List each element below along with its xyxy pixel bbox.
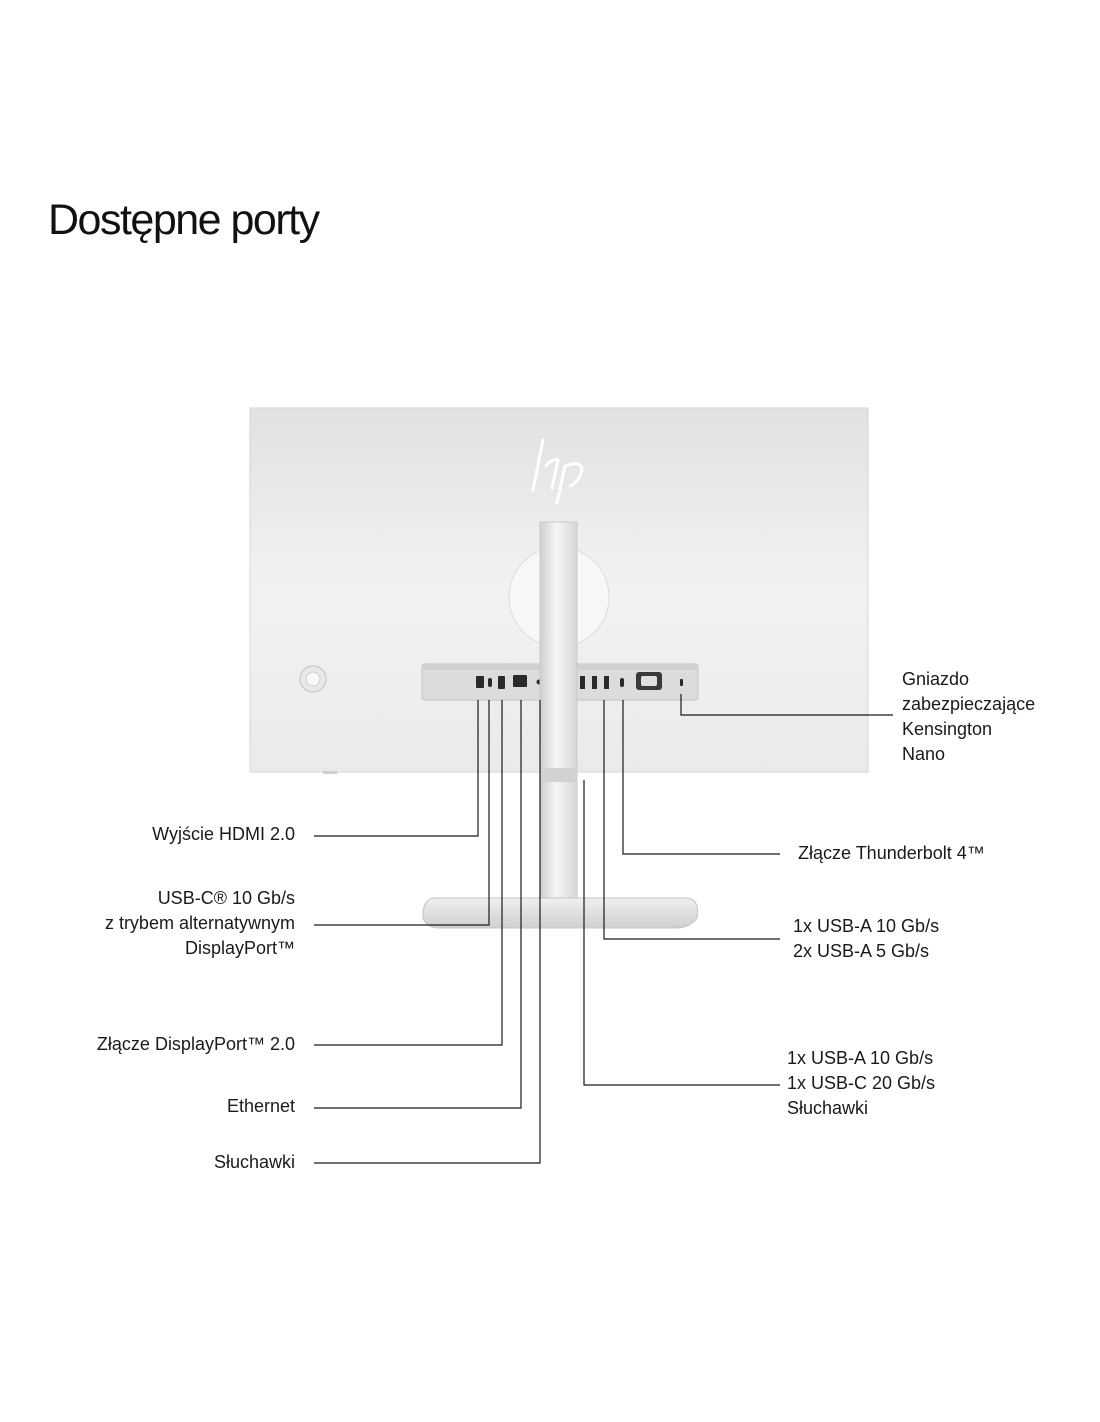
port-icons — [476, 672, 683, 690]
label-usbc-dp: USB-C® 10 Gb/s z trybem alternatywnym Di… — [105, 886, 295, 961]
usb-a-port-icon-3 — [604, 676, 609, 689]
callout-line-usbc — [314, 700, 490, 926]
callout-line-thunderbolt — [622, 700, 780, 855]
callout-line-displayport — [314, 700, 503, 1046]
label-kensington-line-3: Kensington — [902, 719, 993, 739]
stand-pole — [539, 521, 578, 919]
label-kensington-line-1: Gniazdo — [902, 669, 970, 689]
label-usba: 1x USB-A 10 Gb/s 2x USB-A 5 Gb/s — [793, 914, 939, 964]
label-usbc-line-3: DisplayPort™ — [184, 938, 295, 958]
label-front-ports-line-1: 1x USB-A 10 Gb/s — [787, 1048, 934, 1068]
label-usbc-line-1: USB-C® 10 Gb/s — [157, 888, 295, 908]
callout-line-ethernet — [314, 700, 522, 1109]
callout-lines — [314, 694, 893, 1164]
label-hdmi-line: Wyjście HDMI 2.0 — [152, 824, 295, 844]
label-kensington-line-4: Nano — [902, 744, 946, 764]
callout-line-kensington — [680, 694, 893, 716]
label-usbc-line-2: z trybem alternatywnym — [104, 913, 295, 933]
label-front-ports-line-2: 1x USB-C 20 Gb/s — [787, 1073, 936, 1093]
label-displayport: Złącze DisplayPort™ 2.0 — [97, 1032, 295, 1057]
usb-c-port-icon — [488, 678, 492, 687]
ethernet-port-icon — [513, 675, 527, 687]
label-usba-line-1: 1x USB-A 10 Gb/s — [793, 916, 940, 936]
callout-line-hdmi — [314, 700, 479, 837]
label-front-ports-line-3: Słuchawki — [787, 1098, 869, 1118]
label-ethernet: Ethernet — [227, 1094, 295, 1119]
hp-logo-icon — [531, 438, 584, 505]
label-hdmi: Wyjście HDMI 2.0 — [152, 822, 295, 847]
label-thunderbolt: Złącze Thunderbolt 4™ — [798, 841, 985, 866]
label-front-ports: 1x USB-A 10 Gb/s 1x USB-C 20 Gb/s Słucha… — [787, 1046, 935, 1121]
label-kensington: Gniazdo zabezpieczające Kensington Nano — [902, 667, 1035, 767]
label-usba-line-2: 2x USB-A 5 Gb/s — [793, 941, 930, 961]
callout-line-headphones — [314, 700, 541, 1164]
label-displayport-line: Złącze DisplayPort™ 2.0 — [96, 1034, 295, 1054]
page-title: Dostępne porty — [48, 196, 320, 244]
hdmi-port-icon — [476, 676, 484, 688]
label-ethernet-line: Ethernet — [226, 1096, 295, 1116]
stand-base — [422, 897, 699, 929]
callout-line-front-ports — [583, 780, 780, 1086]
kensington-slot-icon — [680, 679, 683, 686]
displayport-port-icon — [498, 676, 505, 689]
label-headphones-line: Słuchawki — [213, 1152, 295, 1172]
label-headphones: Słuchawki — [214, 1150, 295, 1175]
usb-a-port-icon — [580, 676, 585, 689]
usb-a-port-icon-2 — [592, 676, 597, 689]
callout-line-usba — [603, 700, 780, 940]
thunderbolt-port-icon — [620, 678, 624, 687]
joystick-button-icon — [299, 665, 327, 693]
label-thunderbolt-line: Złącze Thunderbolt 4™ — [798, 843, 985, 863]
label-kensington-line-2: zabezpieczające — [902, 694, 1036, 714]
